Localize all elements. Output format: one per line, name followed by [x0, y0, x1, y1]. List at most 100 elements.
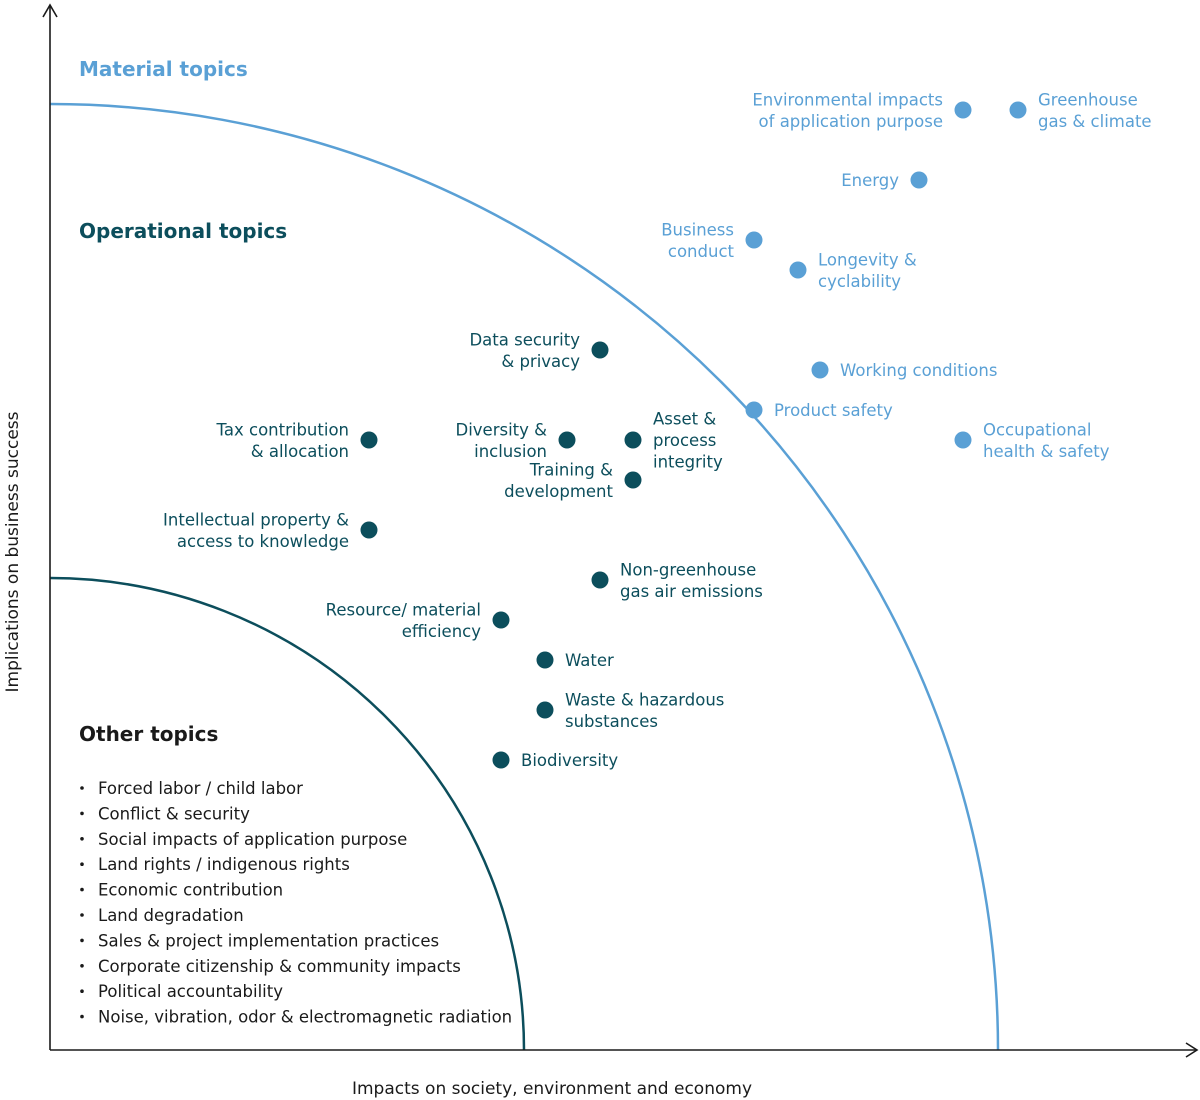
data-point-label: conduct — [668, 242, 735, 261]
data-point-label: access to knowledge — [177, 532, 349, 551]
point-data-security-privacy: Data security & privacy — [469, 330, 609, 371]
other-topic-label: Land rights / indigenous rights — [98, 855, 350, 874]
data-point-label: Longevity & — [818, 250, 917, 269]
zone-title-other-topics: Other topics — [79, 722, 218, 746]
other-topic-item: Economic contribution — [80, 881, 283, 900]
other-topic-label: Forced labor / child labor — [98, 779, 303, 798]
data-point-label: Working conditions — [840, 361, 997, 380]
data-point-label: Business — [661, 220, 734, 239]
data-point-label: & allocation — [251, 442, 349, 461]
data-point-label: Energy — [841, 171, 899, 190]
point-occupational-health-safety: Occupational health & safety — [954, 420, 1110, 461]
other-topic-item: Sales & project implementation practices — [80, 931, 439, 950]
other-topic-label: Corporate citizenship & community impact… — [98, 957, 461, 976]
material-boundary-arc — [49, 102, 1000, 1051]
data-point-label: Data security — [469, 330, 580, 349]
data-point-label: Biodiversity — [521, 751, 618, 770]
other-topic-item: Social impacts of application purpose — [80, 830, 407, 849]
y-axis-arrow — [42, 3, 58, 18]
point-greenhouse-gas-climate: Greenhouse gas & climate — [1009, 90, 1152, 131]
data-point-label: efficiency — [402, 622, 481, 641]
point-product-safety: Product safety — [745, 401, 893, 420]
data-point-label: process — [653, 431, 716, 450]
point-water: Water — [536, 651, 614, 670]
other-topic-item: Noise, vibration, odor & electromagnetic… — [80, 1008, 512, 1027]
data-point-label: gas & climate — [1038, 112, 1152, 131]
x-axis-label: Impacts on society, environment and econ… — [352, 1079, 752, 1099]
data-point-marker — [591, 571, 609, 589]
data-point-marker — [536, 701, 554, 719]
data-point-marker — [745, 231, 763, 249]
data-point-label: cyclability — [818, 272, 901, 291]
bullet-dot — [80, 887, 84, 892]
bullet-dot — [80, 786, 84, 790]
bullet-dot — [80, 811, 84, 816]
data-point-marker — [954, 431, 972, 449]
data-point-label: Waste & hazardous — [565, 690, 724, 709]
bullet-dot — [80, 938, 84, 943]
data-point-marker — [624, 471, 642, 489]
operational-boundary-arc — [49, 576, 526, 1051]
other-topic-label: Noise, vibration, odor & electromagnetic… — [98, 1008, 512, 1027]
data-point-label: Tax contribution — [216, 420, 349, 439]
point-working-conditions: Working conditions — [811, 361, 997, 380]
data-point-label: Intellectual property & — [163, 510, 349, 529]
data-point-label: integrity — [653, 453, 723, 472]
other-topic-label: Sales & project implementation practices — [98, 931, 439, 950]
data-point-marker — [360, 431, 378, 449]
other-topic-label: Economic contribution — [98, 881, 283, 900]
other-topic-item: Corporate citizenship & community impact… — [80, 957, 461, 976]
point-training-development: Training & development — [504, 460, 642, 501]
data-point-marker — [591, 341, 609, 359]
data-point-label: Environmental impacts — [752, 90, 943, 109]
data-point-marker — [492, 611, 510, 629]
data-point-label: health & safety — [983, 442, 1110, 461]
data-point-label: gas air emissions — [620, 582, 763, 601]
point-intellectual-property-access-to-knowledge: Intellectual property & access to knowled… — [163, 510, 378, 551]
point-diversity-inclusion: Diversity &inclusion — [455, 420, 576, 461]
other-topic-item: Land degradation — [80, 906, 244, 925]
other-topic-item: Political accountability — [80, 982, 283, 1001]
data-point-marker — [789, 261, 807, 279]
data-point-label: Water — [565, 651, 614, 670]
point-energy: Energy — [841, 171, 928, 190]
data-point-marker — [624, 431, 642, 449]
point-asset-process-integrity: Asset & process integrity — [624, 410, 723, 472]
data-point-label: Greenhouse — [1038, 90, 1138, 109]
bullet-dot — [80, 989, 84, 993]
zone-title-operational-topics: Operational topics — [79, 219, 287, 243]
other-topic-item: Conflict & security — [80, 804, 250, 823]
data-point-label: development — [504, 482, 613, 501]
data-point-label: Training & — [529, 460, 613, 479]
bullet-dot — [80, 913, 84, 917]
data-point-label: Asset & — [653, 410, 716, 429]
data-point-marker — [1009, 101, 1027, 119]
other-topic-item: Land rights / indigenous rights — [80, 855, 350, 874]
other-topic-label: Land degradation — [98, 906, 244, 925]
point-biodiversity: Biodiversity — [492, 751, 618, 770]
data-point-marker — [536, 651, 554, 669]
point-tax-contribution-allocation: Tax contribution & allocation — [216, 420, 378, 461]
y-axis-label: Implications on business success — [3, 411, 23, 692]
data-point-label: Resource/ material — [326, 600, 481, 619]
data-point-label: & privacy — [501, 352, 580, 371]
bullet-dot — [80, 862, 84, 866]
bullet-dot — [80, 837, 84, 841]
x-axis-arrow — [1185, 1042, 1199, 1058]
point-resource-material-efficiency: Resource/ material efficiency — [326, 600, 510, 641]
bullet-dot — [80, 1014, 84, 1019]
data-point-marker — [954, 101, 972, 119]
zone-title-material-topics: Material topics — [79, 57, 248, 81]
data-point-marker — [492, 751, 510, 769]
point-non-greenhouse-gas-air-emissions: Non-greenhouse gas air emissions — [591, 560, 763, 601]
data-point-marker — [558, 431, 576, 449]
data-point-label: inclusion — [474, 442, 547, 461]
other-topic-label: Political accountability — [98, 982, 283, 1001]
data-point-marker — [811, 361, 829, 379]
data-point-label: of application purpose — [759, 112, 943, 131]
data-point-label: Non-greenhouse — [620, 560, 756, 579]
data-point-label: Product safety — [774, 401, 893, 420]
data-point-label: Occupational — [983, 420, 1091, 439]
